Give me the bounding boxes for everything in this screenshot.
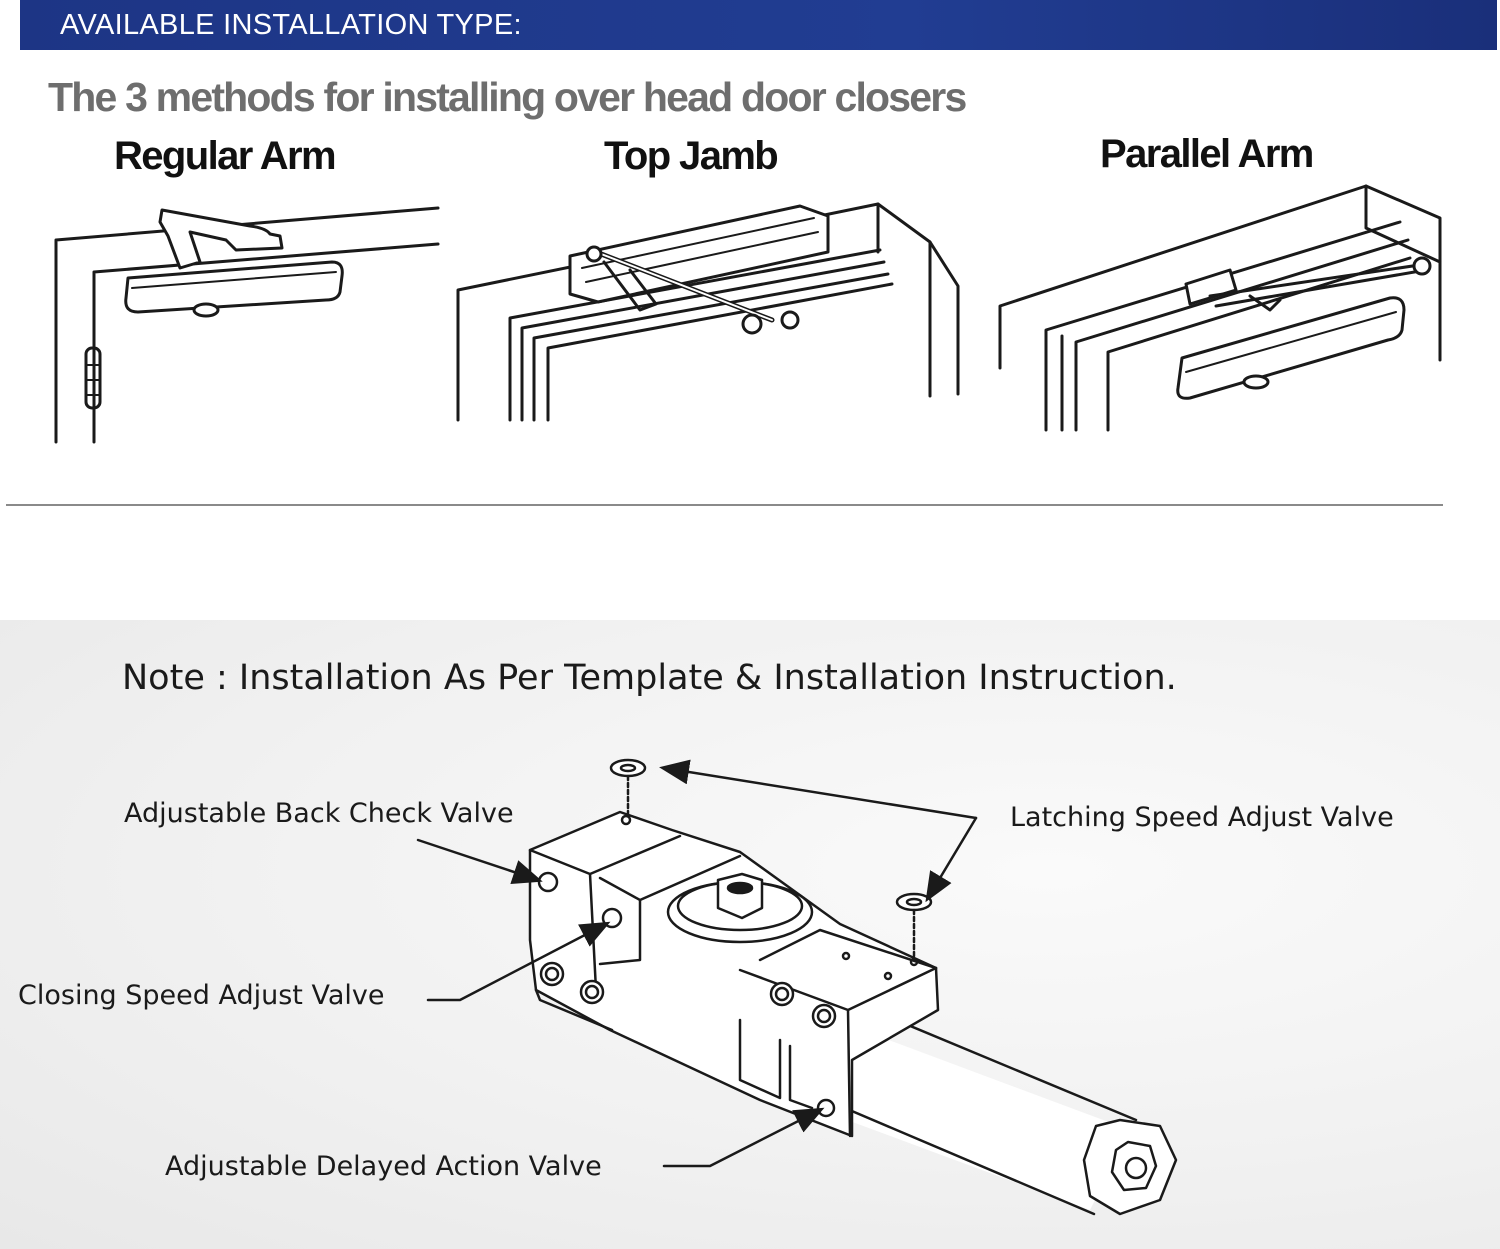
callout-back-check-valve: Adjustable Back Check Valve [124, 798, 514, 829]
method-label-parallel-arm: Parallel Arm [1100, 132, 1314, 176]
header-banner: AVAILABLE INSTALLATION TYPE: [20, 0, 1497, 50]
parallel-arm-illustration [998, 184, 1442, 432]
callout-closing-speed-valve: Closing Speed Adjust Valve [18, 980, 385, 1011]
subtitle: The 3 methods for installing over head d… [48, 74, 967, 120]
method-label-regular-arm: Regular Arm [114, 134, 337, 178]
top-jamb-illustration [456, 202, 960, 422]
callout-delayed-action-valve: Adjustable Delayed Action Valve [165, 1151, 602, 1182]
installation-methods-illustration [54, 184, 1442, 444]
banner-title: AVAILABLE INSTALLATION TYPE: [60, 9, 522, 41]
method-label-top-jamb: Top Jamb [604, 134, 779, 178]
installation-note: Note : Installation As Per Template & In… [122, 658, 1177, 698]
regular-arm-illustration [54, 206, 440, 444]
section-divider [6, 504, 1443, 506]
callout-latching-speed-valve: Latching Speed Adjust Valve [1010, 802, 1394, 833]
